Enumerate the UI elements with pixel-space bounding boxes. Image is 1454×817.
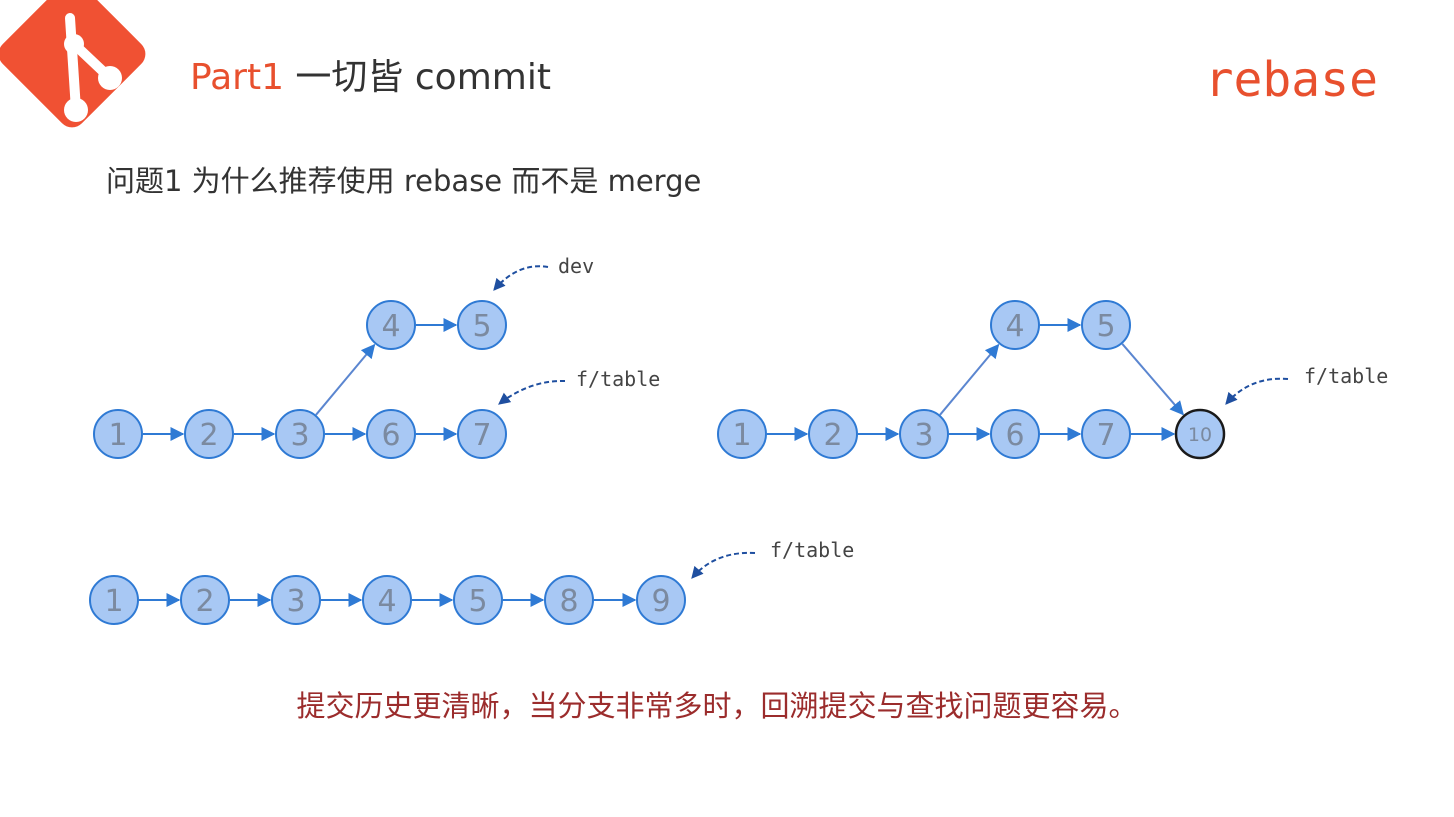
commit-label: 3 (914, 418, 933, 453)
commit-graph-merge: 1 2 3 4 5 6 7 10 f/table (717, 300, 1388, 460)
commit-node (636, 575, 686, 625)
commit-node (93, 409, 143, 459)
commit-node (453, 575, 503, 625)
commit-node (717, 409, 767, 459)
commit-node (180, 575, 230, 625)
part-label: Part1 (190, 57, 284, 98)
commit-label: 9 (651, 584, 670, 619)
part-title: 一切皆 commit (283, 57, 551, 98)
commit-node (271, 575, 321, 625)
commit-node (184, 409, 234, 459)
commit-label: 2 (823, 418, 842, 453)
commit-label: 4 (1005, 309, 1024, 344)
commit-node (1081, 409, 1131, 459)
commit-node (366, 300, 416, 350)
commit-edge-3-4 (315, 343, 376, 416)
commit-label: 7 (472, 418, 491, 453)
commit-label: 1 (732, 418, 751, 453)
merge-commit-node (1174, 408, 1226, 460)
commit-label: 2 (199, 418, 218, 453)
commit-label: 7 (1096, 418, 1115, 453)
branch-label: f/table (576, 367, 660, 391)
commit-label: 5 (472, 309, 491, 344)
commit-graph-before: 1 2 3 4 5 6 7 dev f/table (93, 254, 660, 459)
commit-label: 3 (286, 584, 305, 619)
commit-edge-5-10 (1121, 343, 1184, 416)
page-title: Part1 一切皆 commit (190, 56, 551, 100)
branch-label: dev (558, 254, 594, 278)
commit-edge-3-4 (939, 343, 1000, 416)
commit-label: 1 (104, 584, 123, 619)
commit-label: 4 (381, 309, 400, 344)
commit-node (362, 575, 412, 625)
commit-label: 2 (195, 584, 214, 619)
topic-title: rebase (1204, 52, 1378, 108)
commit-label: 3 (290, 418, 309, 453)
commit-node (89, 575, 139, 625)
commit-node (899, 409, 949, 459)
commit-label: 4 (377, 584, 396, 619)
commit-node (1081, 300, 1131, 350)
branch-pointer-arrow (691, 551, 756, 579)
commit-label: 10 (1188, 424, 1212, 446)
commit-node (457, 409, 507, 459)
commit-node (990, 300, 1040, 350)
commit-label: 5 (468, 584, 487, 619)
commit-node (457, 300, 507, 350)
commit-node (366, 409, 416, 459)
conclusion-text: 提交历史更清晰，当分支非常多时，回溯提交与查找问题更容易。 (296, 689, 1138, 723)
commit-label: 8 (559, 584, 578, 619)
git-logo-icon (0, 0, 146, 128)
commit-node (808, 409, 858, 459)
branch-pointer-arrow (498, 379, 566, 405)
commit-node (990, 409, 1040, 459)
branch-pointer-arrow (493, 265, 549, 291)
branch-label: f/table (1304, 364, 1388, 388)
branch-pointer-arrow (1225, 377, 1289, 405)
commit-label: 6 (381, 418, 400, 453)
commit-label: 1 (108, 418, 127, 453)
commit-label: 5 (1096, 309, 1115, 344)
commit-graph-rebase: 1 2 3 4 5 8 9 f/table (89, 538, 854, 625)
commit-node (544, 575, 594, 625)
commit-label: 6 (1005, 418, 1024, 453)
branch-label: f/table (770, 538, 854, 562)
question-heading: 问题1 为什么推荐使用 rebase 而不是 merge (106, 164, 702, 198)
commit-node (275, 409, 325, 459)
